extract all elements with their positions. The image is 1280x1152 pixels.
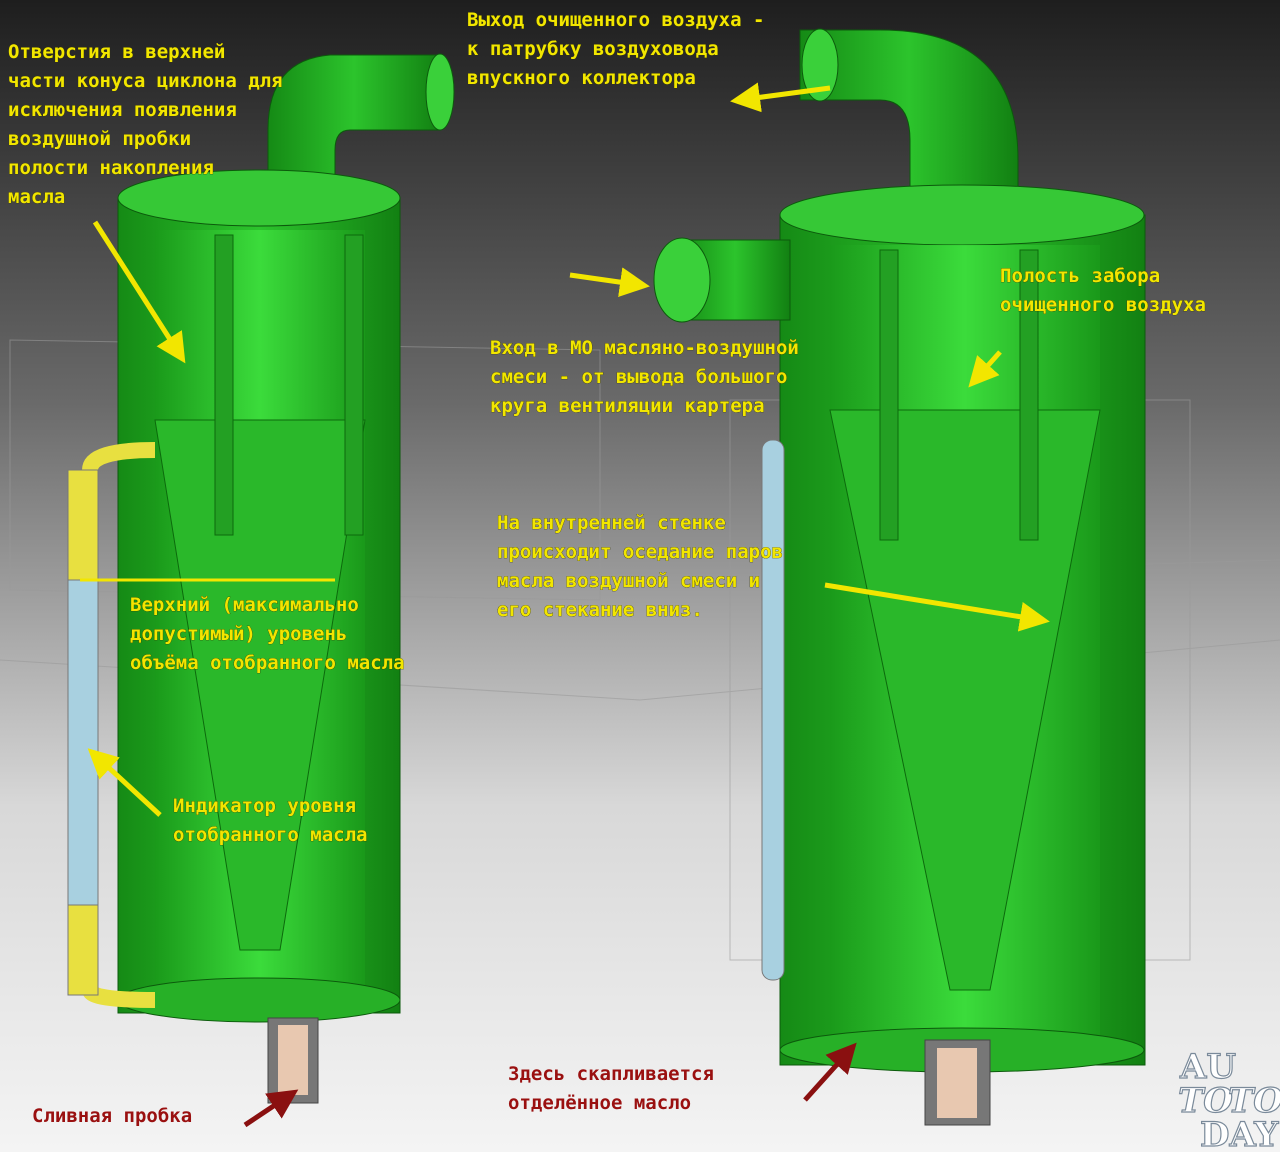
label-line: Вход в МО масляно-воздушной [490,337,799,359]
label-level-indicator: Индикатор уровня отобранного масла [173,795,368,847]
arrow-level-indicator [87,748,162,817]
arrow-inner-wall [824,582,1050,632]
label-line: Полость забора [1000,265,1160,287]
arrow-holes [92,220,186,364]
label-line: масла [8,186,65,208]
label-line: Индикатор уровня [173,795,356,817]
label-oil-collects: Здесь скапливается отделённое масло [508,1063,714,1114]
label-line: отобранного масла [173,824,367,846]
label-inner-wall: На внутренней стенке происходит оседание… [497,512,784,622]
label-line: масла воздушной смеси и [497,570,760,592]
label-line: исключения появления [8,99,237,121]
arrow-oil-collects [803,1042,857,1102]
label-line: очищенного воздуха [1000,294,1206,316]
label-max-level: Верхний (максимально допустимый) уровень… [130,594,405,675]
watermark-logo: AU TO TO DAY [1177,1046,1280,1152]
arrow-clean-cavity [968,350,1002,388]
watermark-text: TO [1178,1081,1233,1121]
label-line: Выход очищенного воздуха - [467,9,764,31]
label-line: части конуса циклона для [8,70,283,92]
label-line: круга вентиляции картера [490,395,765,417]
label-line: к патрубку воздуховода [467,38,719,60]
label-line: Здесь скапливается [508,1063,714,1085]
label-line: Отверстия в верхней [8,41,225,63]
label-line: смеси - от вывода большого [490,366,787,388]
watermark-text: TO [1228,1081,1280,1121]
label-line: объёма отобранного масла [130,652,405,674]
label-line: На внутренней стенке [497,512,726,534]
right-cyclone [653,28,1146,1126]
watermark-text: DAY [1200,1115,1279,1152]
label-outlet: Выход очищенного воздуха - к патрубку во… [467,9,765,90]
label-clean-cavity: Полость забора очищенного воздуха [1000,265,1207,317]
arrow-inlet [569,267,650,298]
label-line: полости накопления [8,157,214,179]
label-line: воздушной пробки [8,128,191,150]
label-line: допустимый) уровень [130,623,347,645]
label-line: впускного коллектора [467,67,696,89]
arrow-outlet [730,82,831,113]
arrows [80,82,1050,1128]
arrow-drain-plug [243,1089,299,1128]
watermark-text: AU [1179,1047,1236,1087]
label-line: Верхний (максимально [130,594,359,616]
label-line: его стекание вниз. [497,599,703,621]
label-holes: Отверстия в верхней части конуса циклона… [8,41,283,209]
label-line: происходит оседание паров [497,541,783,563]
label-inlet: Вход в МО масляно-воздушной смеси - от в… [490,337,799,418]
label-line: отделённое масло [508,1092,691,1114]
label-drain-plug: Сливная пробка [32,1105,192,1127]
